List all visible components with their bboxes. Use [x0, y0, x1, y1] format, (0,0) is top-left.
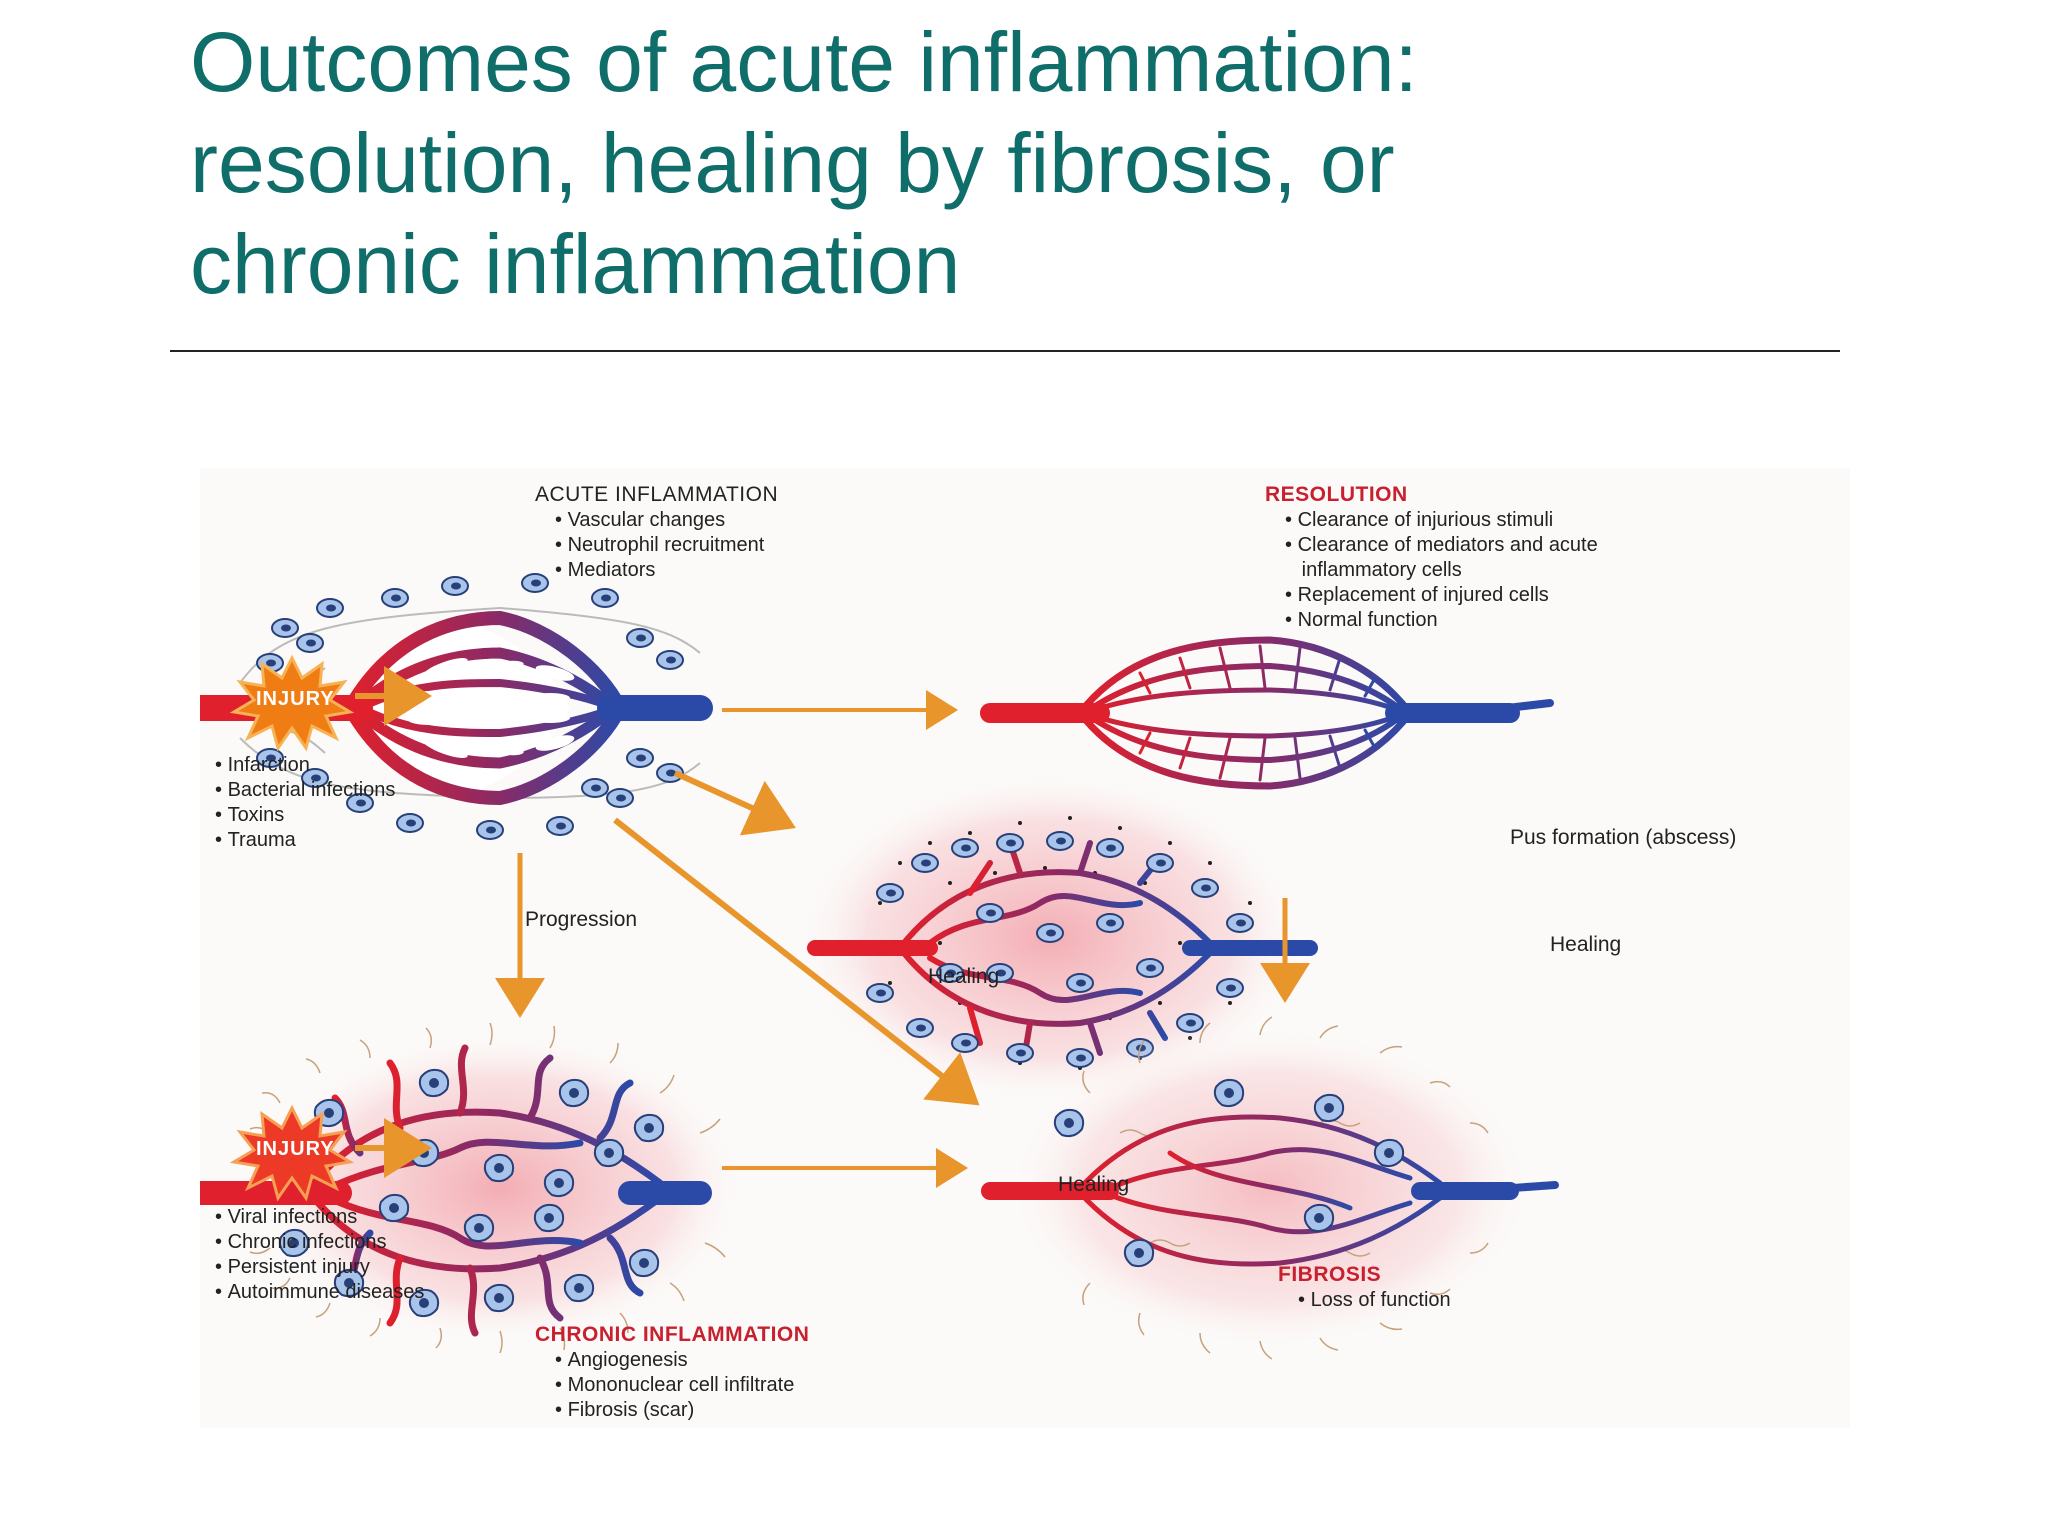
resolution-list: Clearance of injurious stimuli Clearance… [1285, 508, 1598, 633]
diagram-artwork [200, 573, 1559, 1360]
list-item: Vascular changes [555, 508, 764, 533]
injury-burst-bottom [229, 1104, 355, 1202]
list-item: Angiogenesis [555, 1348, 794, 1373]
acute-heading: ACUTE INFLAMMATION [535, 483, 779, 506]
list-item: Neutrophil recruitment [555, 533, 765, 558]
progression-label: Progression [525, 908, 638, 931]
list-item: Loss of function [1298, 1288, 1451, 1313]
title-line-2: resolution, healing by fibrosis, or [190, 116, 1395, 210]
resolution-heading: RESOLUTION [1265, 483, 1408, 506]
abscess-label: Pus formation (abscess) [1510, 826, 1737, 849]
title-divider [170, 350, 1840, 352]
fibrosis-list: Loss of function [1298, 1288, 1451, 1313]
flow-arrows [355, 666, 1310, 1188]
list-item: inflammatory cells [1301, 559, 1462, 581]
title-line-1: Outcomes of acute inflammation: [190, 15, 1418, 109]
list-item: Normal function [1285, 608, 1598, 633]
acute-vessel [200, 573, 713, 840]
title-line-3: chronic inflammation [190, 217, 961, 311]
arrow-healing-diagonal [613, 817, 980, 1106]
resolution-vessel [980, 636, 1554, 790]
list-item: Mediators [555, 558, 764, 583]
list-item: Infarction [215, 753, 395, 778]
slide-title: Outcomes of acute inflammation: resoluti… [190, 12, 1890, 315]
abscess-vessel [790, 768, 1318, 1108]
inflammation-outcomes-figure: ACUTE INFLAMMATION Vascular changes Neut… [200, 468, 1850, 1428]
list-item: Viral infections [215, 1205, 424, 1230]
fibrosis-vessel [981, 1016, 1559, 1360]
injury-burst-top [229, 654, 355, 752]
list-item: Persistent injury [215, 1255, 424, 1280]
list-item: Clearance of mediators and acute [1285, 533, 1598, 558]
acute-list: Vascular changes Neutrophil recruitment … [555, 508, 765, 583]
list-item: Replacement of injured cells [1285, 583, 1598, 608]
list-item: Bacterial infections [215, 778, 396, 803]
list-item: Clearance of injurious stimuli [1285, 508, 1598, 533]
chronic-list: Angiogenesis Mononuclear cell infiltrate… [555, 1348, 795, 1423]
injury-label-bottom: INJURY [256, 1138, 335, 1160]
healing-label-bottom: Healing [1058, 1173, 1130, 1196]
list-item: Fibrosis (scar) [555, 1398, 794, 1423]
injury-bottom-list: Viral infections Chronic infections Pers… [215, 1205, 425, 1305]
healing-label-abscess: Healing [1550, 933, 1622, 956]
list-item: Mononuclear cell infiltrate [555, 1373, 795, 1398]
chronic-heading: CHRONIC INFLAMMATION [535, 1323, 810, 1346]
injury-top-list: Infarction Bacterial infections Toxins T… [215, 753, 396, 853]
list-item: Autoimmune diseases [215, 1280, 425, 1305]
fibrosis-heading: FIBROSIS [1278, 1263, 1382, 1286]
list-item: Trauma [215, 828, 395, 853]
list-item: Chronic infections [215, 1230, 424, 1255]
list-item: Toxins [215, 803, 395, 828]
arrow-to-abscess [673, 770, 796, 836]
healing-label-diagonal: Healing [928, 965, 1000, 988]
injury-label-top: INJURY [256, 688, 335, 710]
